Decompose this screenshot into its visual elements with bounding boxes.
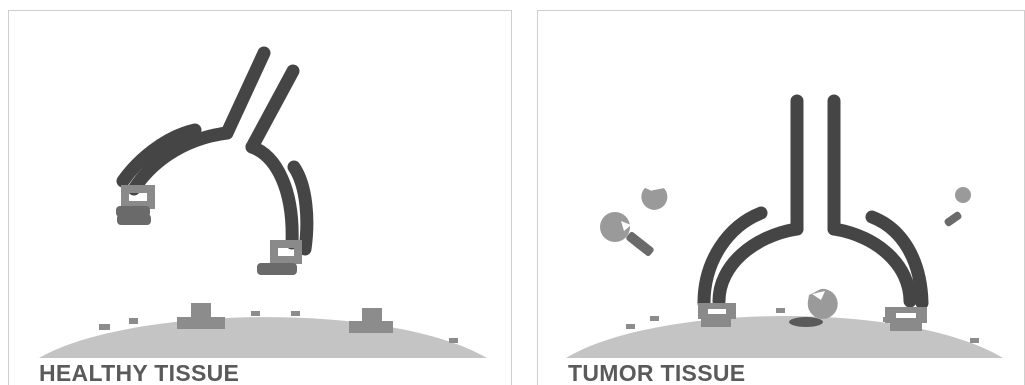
receptor: [349, 308, 393, 333]
receptor: [177, 303, 225, 329]
tissue-surface: [566, 316, 1003, 358]
payload-shadow: [789, 317, 823, 327]
healthy-tissue-panel: HEALTHY TISSUE: [8, 10, 512, 385]
healthy-tissue-illustration: [9, 11, 512, 385]
tumor-tissue-illustration: [538, 11, 1025, 385]
tumor-tissue-panel: TUMOR TISSUE: [537, 10, 1025, 385]
tissue-surface: [39, 317, 487, 358]
panel-caption: TUMOR TISSUE: [568, 362, 745, 385]
panel-caption: HEALTHY TISSUE: [39, 362, 239, 385]
payload: [116, 206, 297, 275]
antibody: [704, 101, 922, 303]
linker: [125, 189, 298, 260]
